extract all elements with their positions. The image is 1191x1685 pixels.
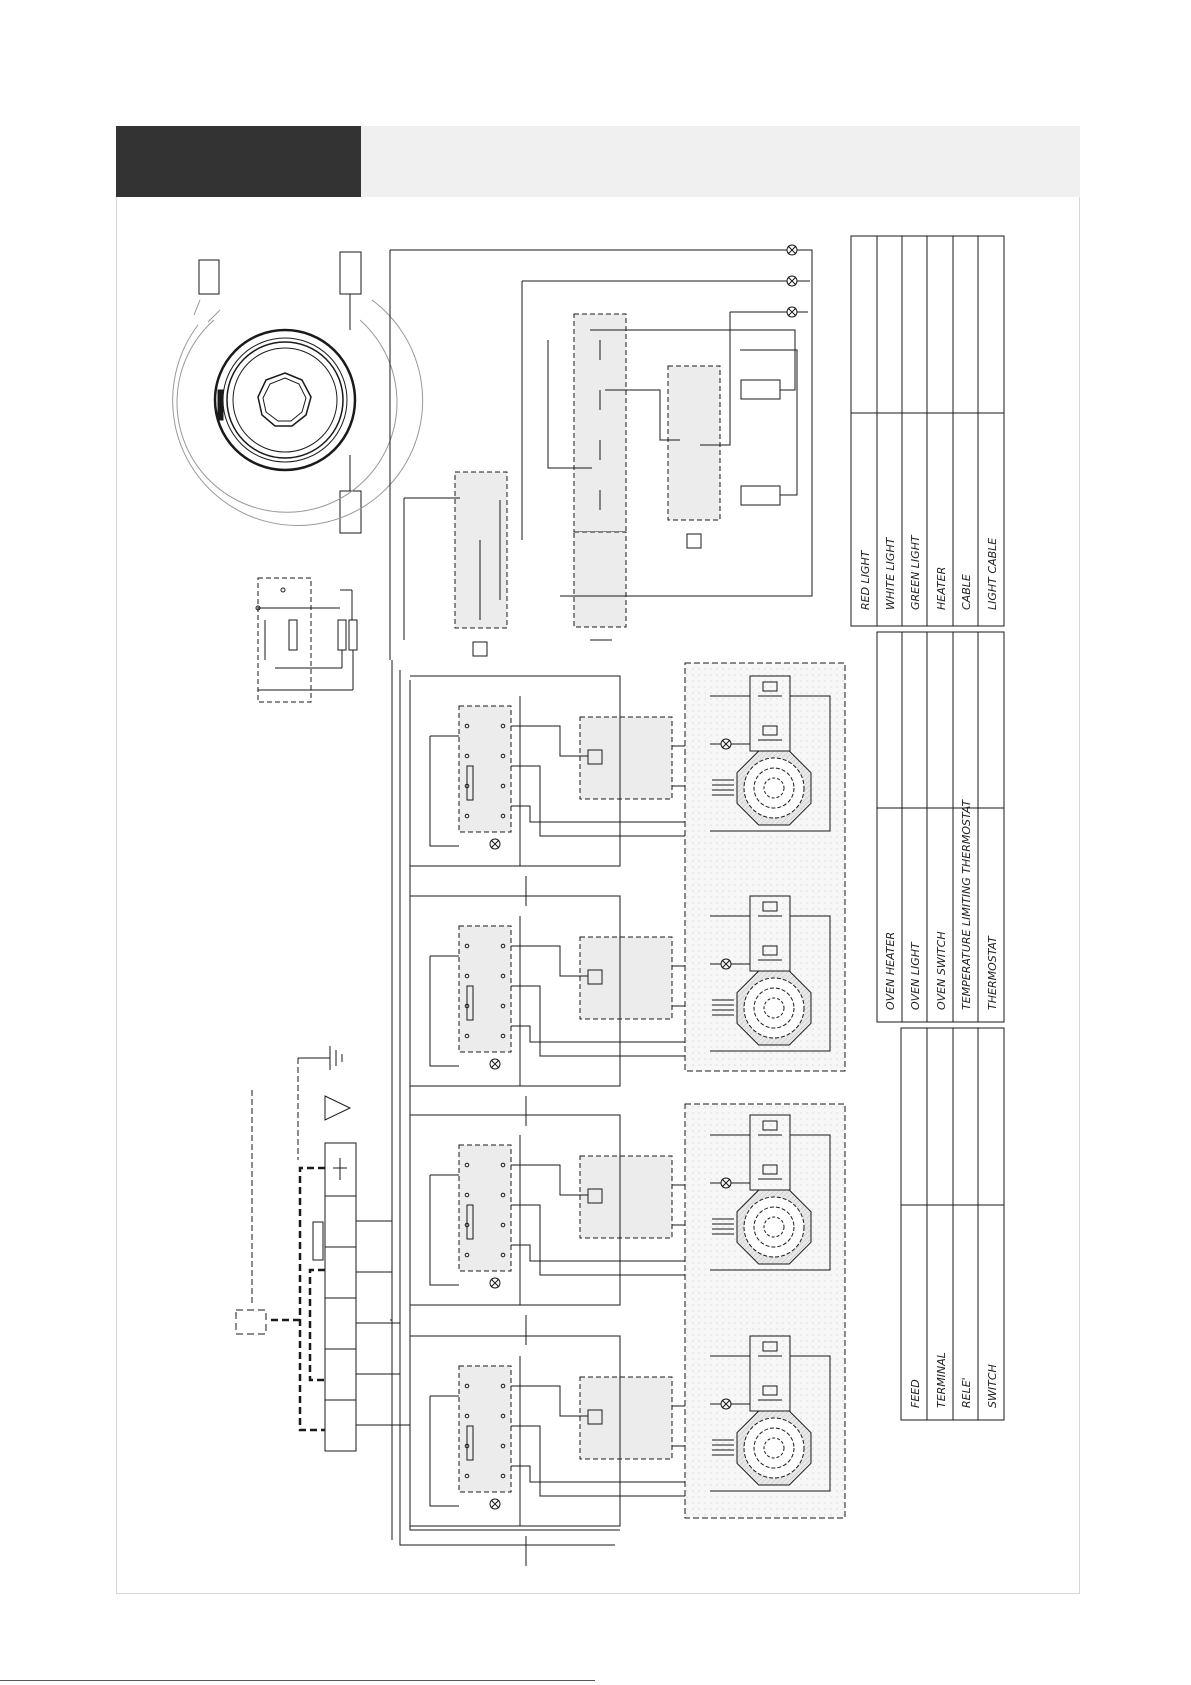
legend-oven-heater: OVEN HEATER bbox=[884, 932, 897, 1010]
burner-circuit-1 bbox=[410, 676, 720, 906]
legend-temperature-limiting-thermostat: TEMPERATURE LIMITING THERMOSTAT bbox=[960, 799, 973, 1010]
legend-green-light: GREEN LIGHT bbox=[909, 534, 922, 610]
legend-feed: FEED bbox=[909, 1379, 922, 1408]
legend-oven-light: OVEN LIGHT bbox=[909, 941, 922, 1010]
legend-switch: SWITCH bbox=[986, 1364, 999, 1408]
burner-circuit-2 bbox=[410, 896, 720, 1126]
legend-red-light: RED LIGHT bbox=[859, 549, 872, 610]
terminal-block bbox=[313, 1143, 356, 1451]
thermostat-schematic bbox=[256, 578, 357, 702]
rotary-knob-drawing bbox=[173, 252, 423, 533]
legend-rele: RELE' bbox=[960, 1377, 973, 1408]
burner-circuits bbox=[410, 676, 720, 1566]
burner-relay bbox=[580, 1156, 672, 1238]
legend-terminal: TERMINAL bbox=[935, 1352, 948, 1408]
feed-cable bbox=[236, 1168, 325, 1430]
legend-lights-table bbox=[851, 236, 1004, 626]
legend-light-cable: LIGHT CABLE bbox=[986, 538, 999, 610]
legend-heater: HEATER bbox=[935, 567, 948, 610]
upper-control-group bbox=[390, 245, 812, 660]
legend-feed-table bbox=[901, 1028, 1004, 1420]
burner-relay bbox=[580, 1377, 672, 1459]
burner-relay bbox=[580, 717, 672, 799]
legend-cable: CABLE bbox=[960, 574, 973, 610]
feed-wires bbox=[356, 1221, 410, 1425]
legend-oven-switch: OVEN SWITCH bbox=[935, 931, 948, 1010]
burner-circuit-4 bbox=[410, 1336, 720, 1566]
burner-relay bbox=[580, 937, 672, 1019]
burner-circuit-3 bbox=[410, 1115, 720, 1345]
legend-thermostat: THERMOSTAT bbox=[986, 935, 999, 1010]
legend-white-light: WHITE LIGHT bbox=[884, 536, 897, 610]
